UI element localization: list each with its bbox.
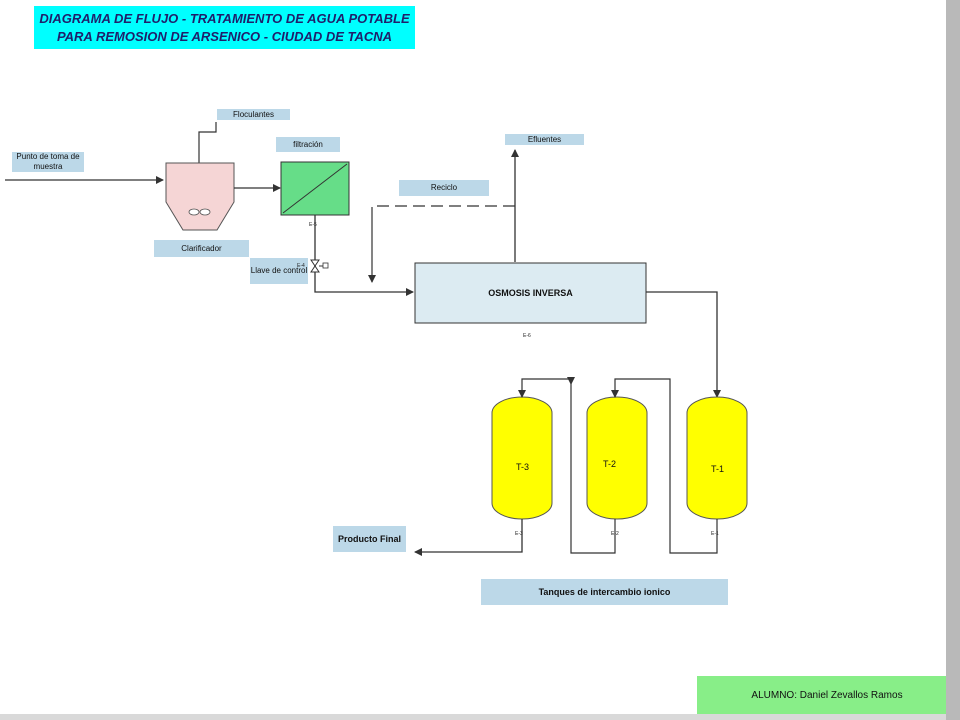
label-producto-final: Producto Final [333, 526, 406, 552]
label-filtracion: filtración [276, 137, 340, 152]
label-clarificador: Clarificador [154, 240, 249, 257]
control-valve-icon [310, 259, 329, 273]
tank-t2 [586, 396, 648, 520]
agitator-icon [188, 208, 211, 216]
tank-t3 [491, 396, 553, 520]
student-name-box: ALUMNO: Daniel Zevallos Ramos [697, 676, 957, 714]
tank-t1-label: T-1 [711, 464, 725, 474]
label-tanques: Tanques de intercambio ionico [481, 579, 728, 605]
bottom-sheet-bar [0, 714, 946, 720]
tag-e5: E-5 [309, 222, 317, 228]
ro-to-t1-line [646, 291, 721, 398]
tank-t1 [686, 396, 748, 520]
label-reciclo: Reciclo [399, 180, 489, 196]
t1-to-t2-line [611, 378, 718, 554]
tag-e1: E-1 [711, 531, 719, 537]
tank-t3-label: T-3 [516, 462, 530, 472]
osmosis-unit [414, 262, 647, 324]
tag-e3: E-3 [515, 531, 523, 537]
bypass-valve-icon [567, 377, 575, 385]
title-line-1: DIAGRAMA DE FLUJO - TRATAMIENTO DE AGUA … [39, 10, 410, 26]
title-line-2: PARA REMOSION DE ARSENICO - CIUDAD DE TA… [56, 28, 393, 44]
label-efluentes: Efluentes [505, 134, 584, 145]
t2-to-t3-line [518, 378, 616, 554]
recycle-dashed-line [371, 205, 515, 212]
tank-t2-label: T-2 [603, 459, 617, 469]
tag-e6: E-6 [523, 333, 531, 339]
flow-diagram [5, 122, 748, 556]
label-sampling-point: Punto de toma de muestra [12, 152, 84, 172]
t3-to-product-line [414, 519, 523, 556]
diagram-title: DIAGRAMA DE FLUJO - TRATAMIENTO DE AGUA … [34, 6, 415, 49]
filter-outlet-line [314, 215, 414, 296]
filter-membrane [282, 163, 348, 214]
tag-e2: E-2 [611, 531, 619, 537]
label-floculantes: Floculantes [217, 109, 290, 120]
right-scrollbar[interactable] [946, 0, 960, 720]
tag-e4: E-4 [297, 263, 305, 269]
label-llave-control: Llave de control [250, 258, 308, 284]
label-osmosis: OSMOSIS INVERSA [488, 288, 573, 298]
clarifier-vessel [165, 162, 235, 231]
